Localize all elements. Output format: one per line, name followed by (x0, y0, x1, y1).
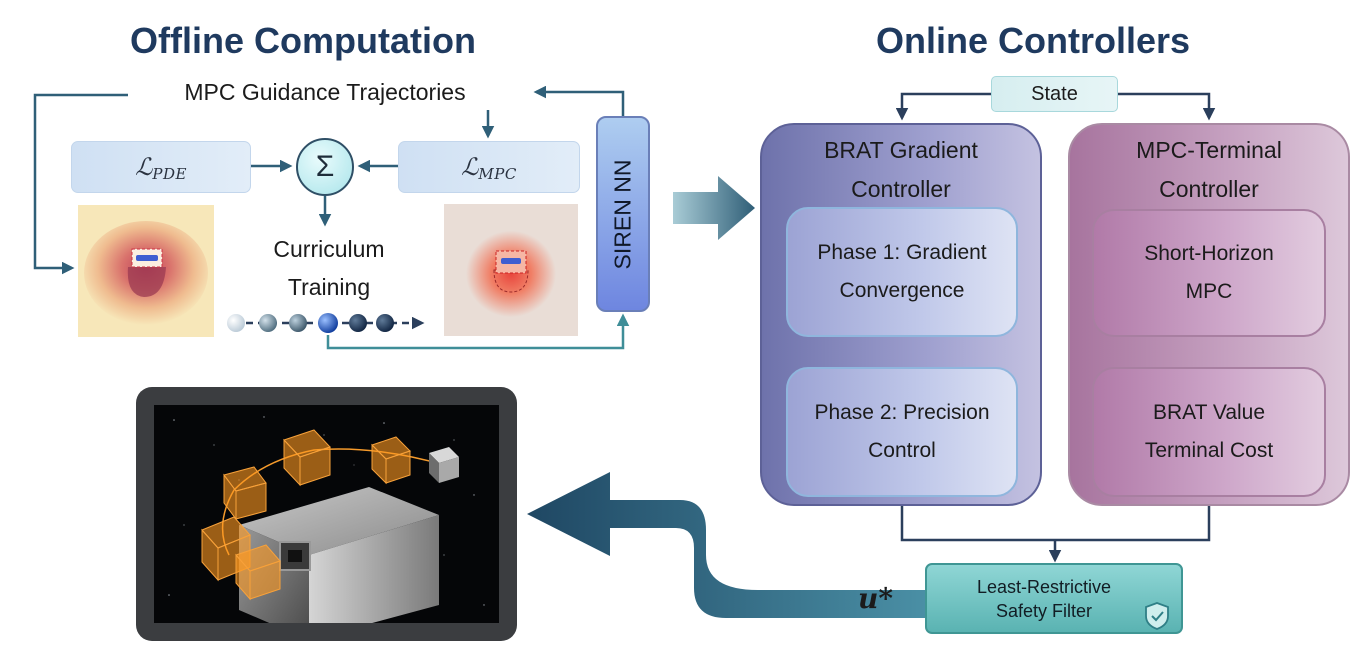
pde-value-heatmap (78, 205, 214, 337)
online-title: Online Controllers (876, 20, 1191, 61)
pde-loss-subscript: PDE (152, 165, 187, 183)
phase1-box: Phase 1: Gradient Convergence (786, 207, 1018, 337)
pde-loss-symbol: ℒ (135, 153, 153, 181)
siren-network-label: SIREN NN (609, 159, 636, 269)
curriculum-label-line2: Training (287, 274, 371, 300)
state-box: State (991, 76, 1118, 112)
brat-title-line2: Controller (851, 176, 951, 202)
phase1-line1: Phase 1: Gradient (817, 241, 987, 264)
phase1-line2: Convergence (839, 279, 965, 302)
mpc-loss-subscript: MPC (478, 165, 517, 183)
safety-filter-line1: Least-Restrictive (976, 576, 1112, 597)
guidance-trajectories-label: MPC Guidance Trajectories (128, 79, 522, 106)
docking-simulation-render (154, 405, 499, 623)
terminal-cost-line1: BRAT Value (1152, 401, 1266, 424)
mpc-loss-symbol: ℒ (461, 153, 479, 181)
phase2-line1: Phase 2: Precision (814, 401, 990, 424)
shield-check-icon (1145, 602, 1169, 630)
brat-gradient-controller-panel: BRAT Gradient Controller Phase 1: Gradie… (760, 123, 1042, 506)
mpc-value-heatmap (444, 204, 578, 336)
curriculum-stage-2 (259, 314, 277, 332)
curriculum-stage-3 (289, 314, 307, 332)
curriculum-stage-6 (376, 314, 394, 332)
control-return-arrow (527, 472, 925, 618)
curriculum-stage-5 (349, 314, 367, 332)
mpc-terminal-controller-panel: MPC-Terminal Controller Short-Horizon MP… (1068, 123, 1350, 506)
terminal-cost-box: BRAT Value Terminal Cost (1092, 367, 1326, 497)
mpc-title-line2: Controller (1159, 176, 1259, 202)
control-output-label: u* (858, 582, 893, 615)
offline-to-online-arrow (673, 176, 755, 240)
short-horizon-line1: Short-Horizon (1144, 242, 1274, 265)
safety-filter-line2: Safety Filter (995, 600, 1092, 621)
short-horizon-line2: MPC (1185, 280, 1233, 303)
phase2-box: Phase 2: Precision Control (786, 367, 1018, 497)
simulation-monitor (136, 387, 517, 641)
curriculum-stage-4 (318, 313, 338, 333)
curriculum-stage-1 (227, 314, 245, 332)
offline-title: Offline Computation (130, 20, 476, 61)
terminal-cost-line2: Terminal Cost (1144, 439, 1274, 462)
phase2-line2: Control (868, 439, 936, 462)
sum-icon: Σ (296, 138, 354, 196)
short-horizon-mpc-box: Short-Horizon MPC (1092, 209, 1326, 337)
curriculum-label-line1: Curriculum (273, 236, 385, 262)
mpc-title-line1: MPC-Terminal (1136, 137, 1282, 163)
curriculum-stages (227, 313, 425, 333)
safety-filter-box: Least-Restrictive Safety Filter (925, 563, 1183, 634)
brat-title-line1: BRAT Gradient (824, 137, 978, 163)
siren-network-box: SIREN NN (596, 116, 650, 312)
